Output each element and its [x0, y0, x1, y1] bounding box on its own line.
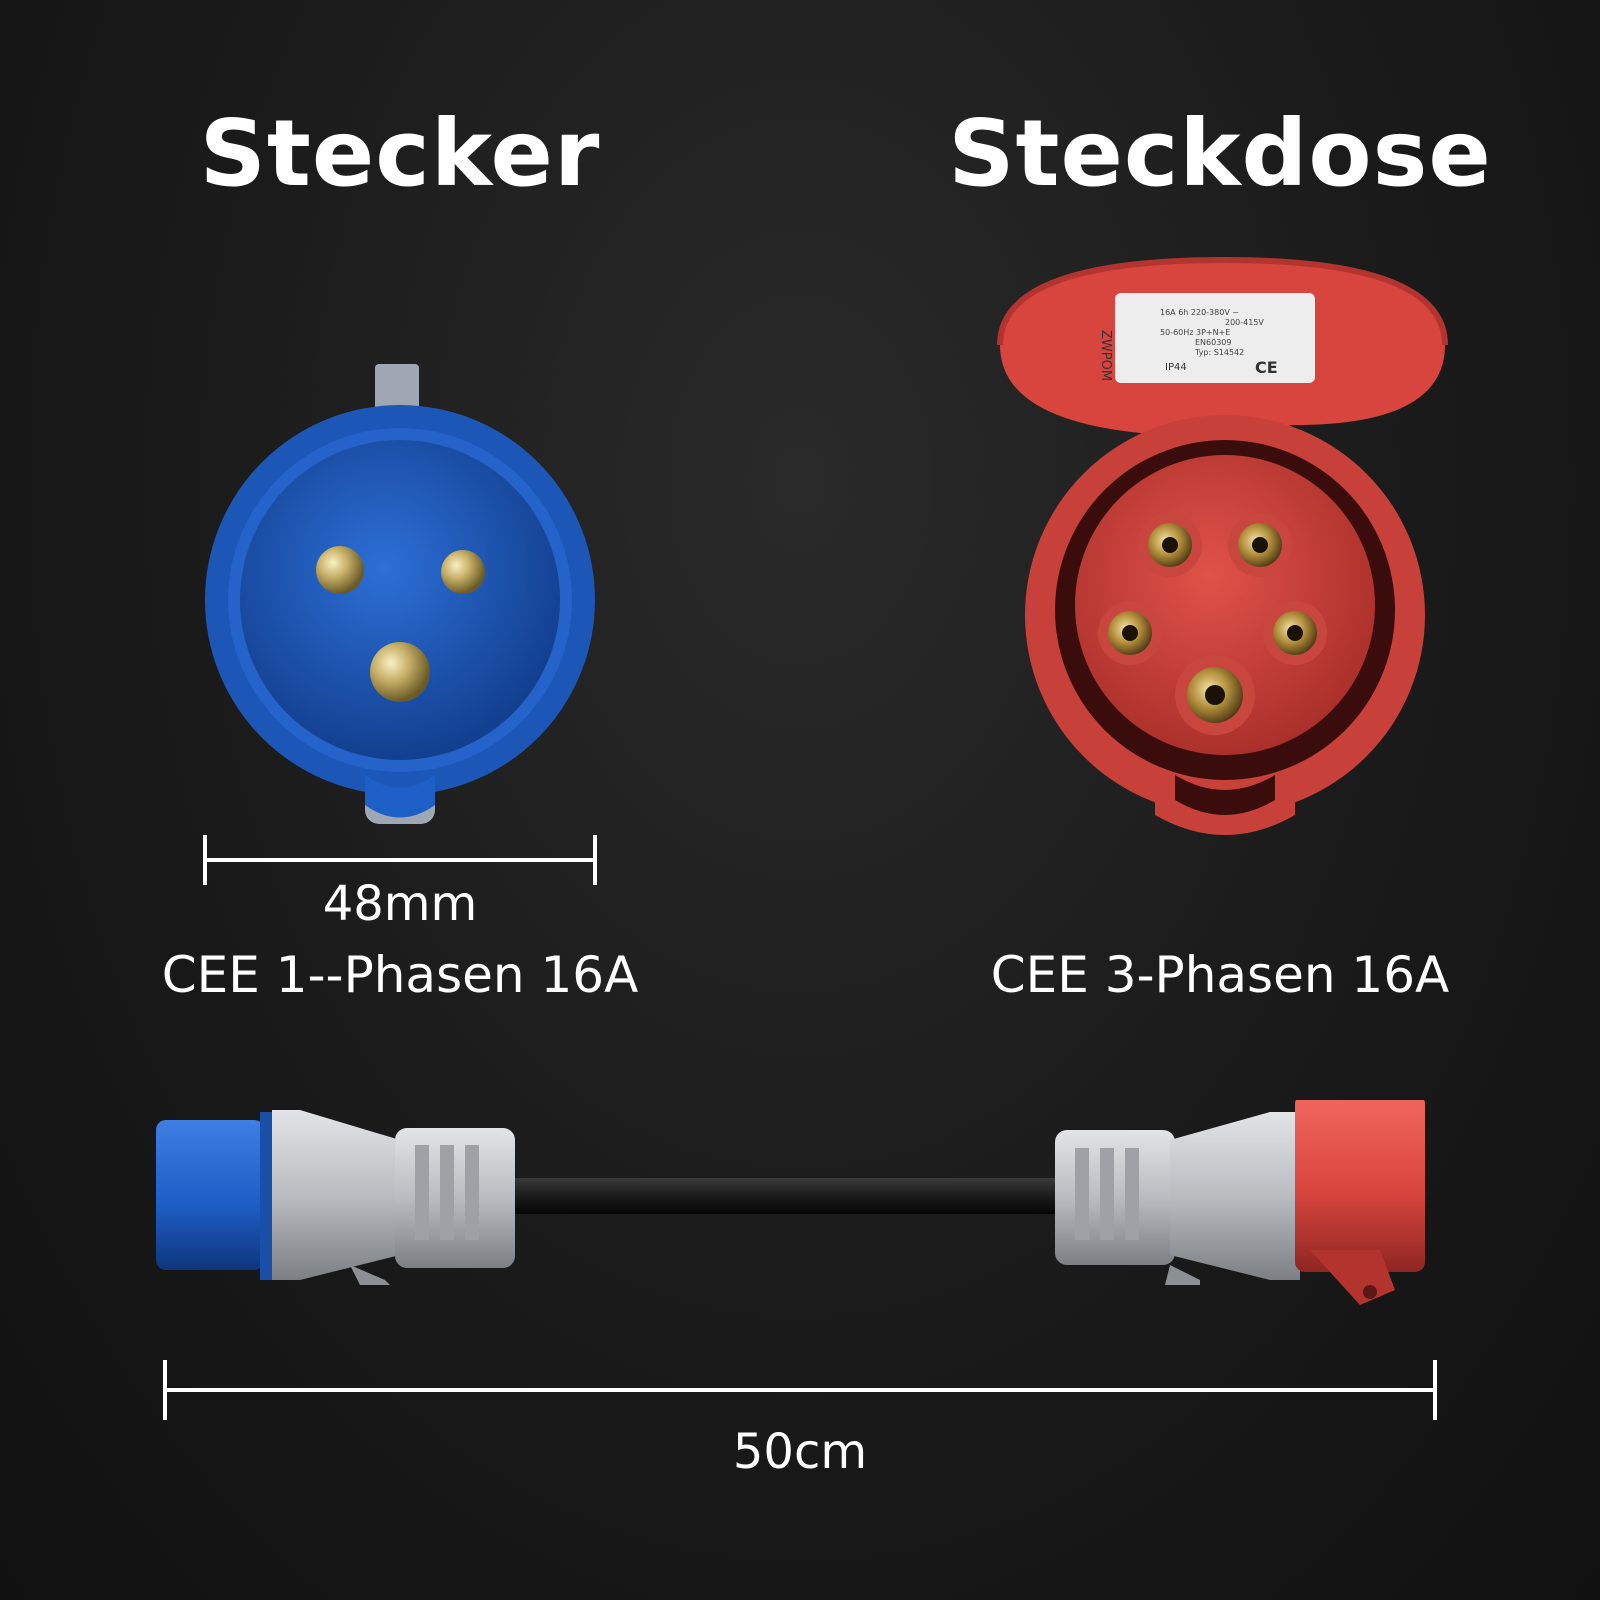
cable-red-socket — [1295, 1100, 1425, 1272]
lid-brand: ZWPOM — [1098, 330, 1113, 381]
plug-heading: Stecker — [199, 100, 601, 207]
lid-rating: IP44 — [1165, 362, 1187, 373]
socket-type-caption: CEE 3-Phasen 16A — [990, 946, 1450, 1004]
cable-length-label: 50cm — [732, 1424, 868, 1480]
lid-line-4: EN60309 — [1195, 338, 1232, 347]
lid-line-5: Typ: S14542 — [1194, 348, 1244, 357]
adapter-cable-image — [156, 1100, 1425, 1305]
plug-diameter-dimension-line — [203, 835, 597, 885]
plug-type-caption: CEE 1--Phasen 16A — [161, 946, 639, 1004]
socket-heading: Steckdose — [948, 100, 1492, 207]
cable-length-dimension-line — [163, 1360, 1437, 1420]
plug-diameter-label: 48mm — [322, 876, 478, 932]
lid-line-3: 50-60Hz 3P+N+E — [1160, 328, 1230, 337]
lid-label — [1115, 293, 1315, 383]
socket-contacts — [1098, 513, 1327, 735]
red-socket-face-image: ZWPOM 16A 6h 220-380V ~ 200-415V 50-60Hz… — [997, 256, 1448, 835]
lid-ce-mark: CE — [1255, 358, 1278, 377]
lid-line-1: 16A 6h 220-380V ~ — [1160, 308, 1239, 317]
cable-blue-plug — [156, 1120, 264, 1270]
blue-plug-face-image — [205, 364, 595, 824]
lid-line-2: 200-415V — [1225, 318, 1264, 327]
